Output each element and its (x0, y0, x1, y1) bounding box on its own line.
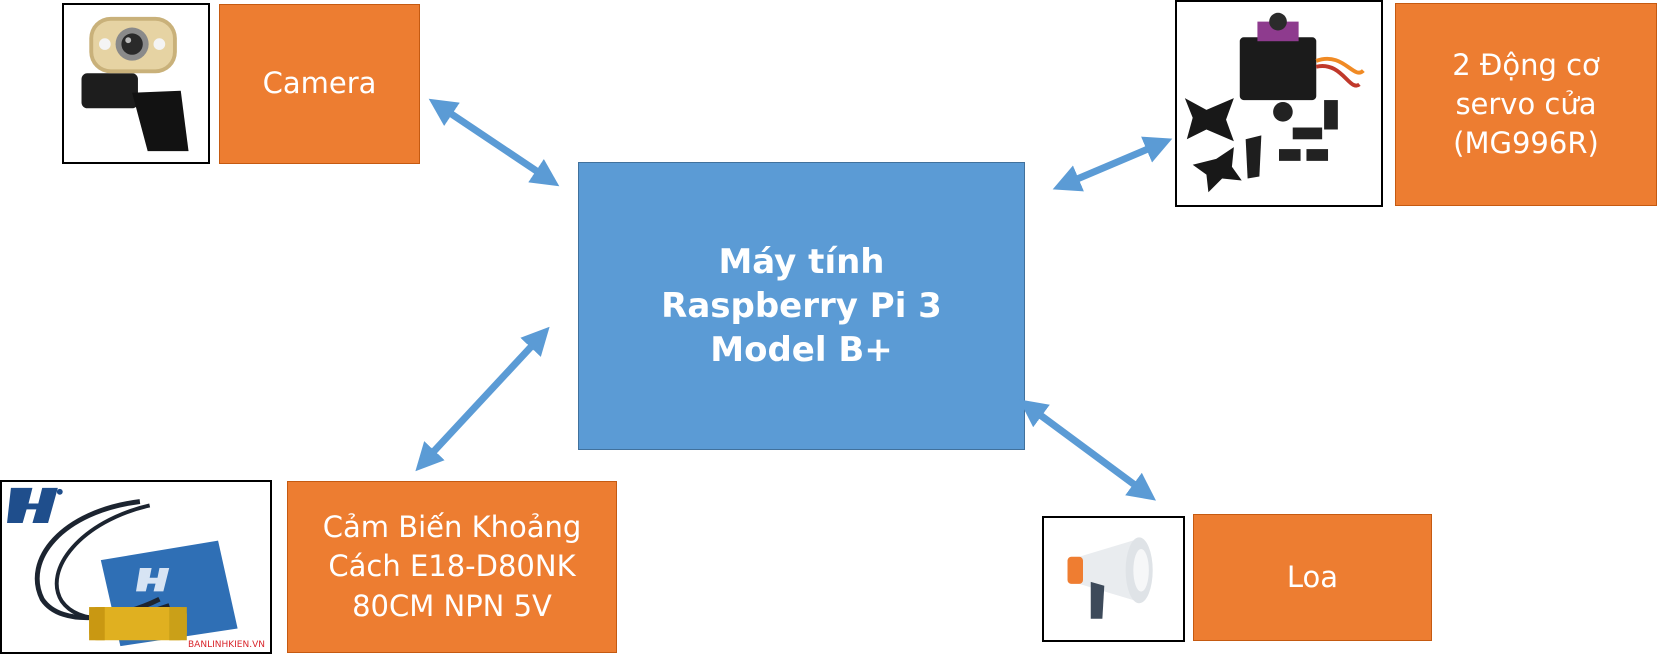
arrow-pi-servo (1052, 136, 1173, 192)
sensor-node: Cảm Biến Khoảng Cách E18-D80NK 80CM NPN … (287, 481, 617, 653)
servo-motor-icon (1175, 0, 1383, 207)
arrow-pi-speaker (1018, 399, 1157, 501)
sensor-label: Cảm Biến Khoảng Cách E18-D80NK 80CM NPN … (322, 510, 582, 623)
watermark-text: BANLINHKIEN.VN (188, 640, 265, 650)
camera-node: Camera (219, 4, 420, 164)
camera-label: Camera (262, 66, 377, 101)
raspberry-pi-label: Máy tính Raspberry Pi 3 Model B+ (661, 241, 942, 371)
speaker-label: Loa (1286, 559, 1339, 594)
proximity-sensor-icon (0, 480, 272, 654)
speaker-node: Loa (1193, 514, 1432, 641)
arrow-sensor-pi (415, 326, 550, 472)
servo-label: 2 Động cơ servo cửa (MG996R) (1452, 47, 1600, 161)
megaphone-icon (1042, 516, 1185, 642)
raspberry-pi-node: Máy tính Raspberry Pi 3 Model B+ (578, 162, 1025, 450)
arrow-camera-pi (428, 98, 560, 187)
servo-node: 2 Động cơ servo cửa (MG996R) (1395, 3, 1657, 206)
webcam-icon (62, 3, 210, 164)
